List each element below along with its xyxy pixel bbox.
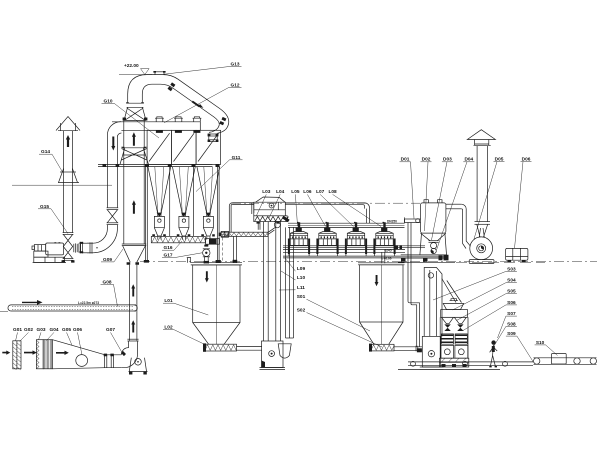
- svg-text:S04: S04: [507, 278, 516, 284]
- svg-text:L=22.5m ø273: L=22.5m ø273: [78, 301, 99, 305]
- svg-text:G12: G12: [231, 83, 240, 89]
- svg-text:G06: G06: [73, 327, 82, 333]
- svg-text:L04: L04: [276, 189, 285, 195]
- svg-text:L05: L05: [291, 189, 300, 195]
- svg-text:G02: G02: [24, 327, 33, 333]
- svg-text:G15: G15: [40, 204, 49, 210]
- svg-text:L10: L10: [297, 275, 306, 281]
- svg-text:L08: L08: [329, 189, 338, 195]
- svg-text:D03: D03: [443, 157, 452, 163]
- svg-text:S07: S07: [507, 311, 516, 317]
- svg-text:D05: D05: [495, 156, 504, 162]
- svg-text:G11: G11: [232, 155, 241, 161]
- svg-text:L06: L06: [303, 189, 312, 195]
- svg-text:L09: L09: [297, 266, 306, 272]
- svg-text:G14: G14: [41, 149, 50, 155]
- svg-text:D01: D01: [401, 157, 410, 163]
- svg-text:L11: L11: [297, 285, 305, 291]
- svg-text:G08: G08: [103, 279, 112, 285]
- svg-text:G13: G13: [231, 62, 240, 68]
- svg-text:L07: L07: [316, 189, 325, 195]
- svg-text:S08: S08: [507, 322, 516, 328]
- svg-text:D06: D06: [522, 156, 531, 162]
- svg-text:D02: D02: [422, 157, 431, 163]
- svg-text:+22.00: +22.00: [124, 63, 139, 69]
- svg-text:S05: S05: [507, 289, 516, 295]
- svg-text:G09: G09: [103, 257, 112, 263]
- svg-text:▽+4.50: ▽+4.50: [219, 233, 231, 237]
- svg-text:G16: G16: [164, 245, 173, 251]
- svg-text:S03: S03: [507, 266, 516, 272]
- svg-text:φ245: φ245: [384, 249, 392, 253]
- svg-text:S09: S09: [507, 331, 516, 337]
- svg-text:▽+0.00: ▽+0.00: [380, 256, 392, 260]
- svg-text:G03: G03: [37, 327, 46, 333]
- svg-text:S10: S10: [536, 340, 545, 346]
- svg-text:G05: G05: [62, 327, 71, 333]
- svg-text:G10: G10: [104, 99, 113, 105]
- svg-text:S02: S02: [297, 308, 306, 314]
- svg-text:S06: S06: [507, 300, 516, 306]
- svg-text:L03: L03: [262, 189, 271, 195]
- svg-text:G04: G04: [50, 327, 59, 333]
- svg-text:L02: L02: [164, 325, 173, 331]
- svg-text:G01: G01: [13, 327, 22, 333]
- svg-text:S01: S01: [297, 294, 306, 300]
- svg-text:D04: D04: [464, 157, 473, 163]
- svg-text:G17: G17: [164, 253, 173, 259]
- svg-text:G07: G07: [106, 327, 115, 333]
- svg-text:L01: L01: [164, 298, 173, 304]
- svg-text:DN250: DN250: [387, 220, 397, 224]
